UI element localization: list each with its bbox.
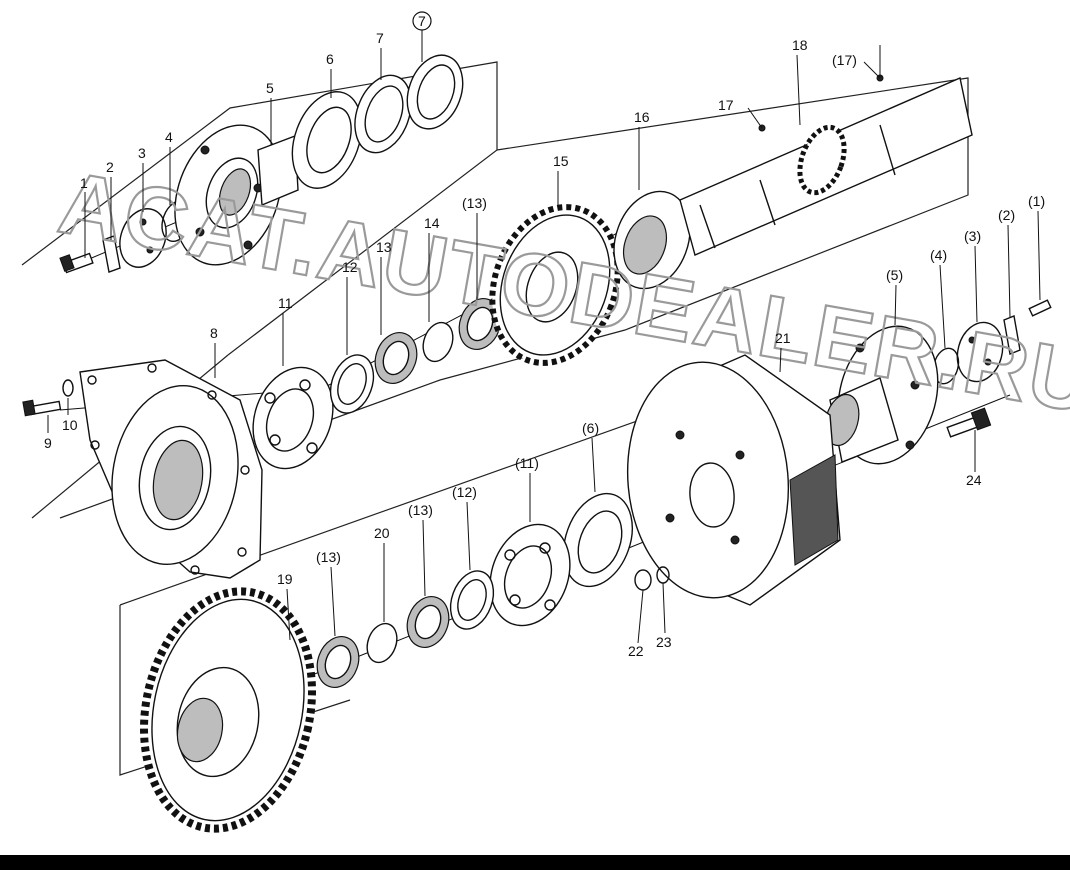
label-12: 12 bbox=[342, 259, 358, 275]
drum-part bbox=[626, 354, 841, 606]
label-3: 3 bbox=[138, 145, 146, 161]
leader-lines bbox=[47, 30, 1041, 644]
label-13-paren-a: (13) bbox=[462, 195, 487, 211]
lower-middle-parts bbox=[316, 492, 670, 688]
label-17-paren: (17) bbox=[832, 52, 857, 68]
footer-bar bbox=[0, 855, 1070, 870]
large-gear-part bbox=[140, 587, 316, 833]
label-7-circled: 7 bbox=[418, 13, 426, 29]
label-5-paren: (5) bbox=[886, 267, 903, 283]
callout-labels: 1 2 3 4 5 6 7 7 8 9 10 11 12 13 14 (13) … bbox=[44, 11, 1045, 659]
middle-parts bbox=[252, 74, 973, 470]
label-19: 19 bbox=[277, 571, 293, 587]
label-9: 9 bbox=[44, 435, 52, 451]
label-1-paren: (1) bbox=[1028, 193, 1045, 209]
label-3-paren: (3) bbox=[964, 228, 981, 244]
label-8: 8 bbox=[210, 325, 218, 341]
label-21: 21 bbox=[775, 330, 791, 346]
cover-plate-parts bbox=[22, 359, 263, 579]
label-10: 10 bbox=[62, 417, 78, 433]
label-18: 18 bbox=[792, 37, 808, 53]
label-17: 17 bbox=[718, 97, 734, 113]
label-7: 7 bbox=[376, 30, 384, 46]
label-22: 22 bbox=[628, 643, 644, 659]
label-5: 5 bbox=[266, 80, 274, 96]
right-upper-parts bbox=[824, 299, 1052, 465]
label-4: 4 bbox=[165, 129, 173, 145]
label-1: 1 bbox=[80, 175, 88, 191]
label-16: 16 bbox=[634, 109, 650, 125]
label-6: 6 bbox=[326, 51, 334, 67]
label-13-paren-c: (13) bbox=[316, 549, 341, 565]
label-11: 11 bbox=[278, 295, 293, 311]
label-2: 2 bbox=[106, 159, 114, 175]
label-4-paren: (4) bbox=[930, 247, 947, 263]
label-20: 20 bbox=[374, 525, 390, 541]
label-13: 13 bbox=[376, 239, 392, 255]
label-6-paren: (6) bbox=[582, 420, 599, 436]
label-23: 23 bbox=[656, 634, 672, 650]
label-13-paren-b: (13) bbox=[408, 502, 433, 518]
label-2-paren: (2) bbox=[998, 207, 1015, 223]
label-11-paren: (11) bbox=[515, 455, 539, 471]
label-12-paren: (12) bbox=[452, 484, 477, 500]
label-15: 15 bbox=[553, 153, 569, 169]
label-24: 24 bbox=[966, 472, 982, 488]
label-14: 14 bbox=[424, 215, 440, 231]
top-left-parts bbox=[59, 54, 464, 274]
